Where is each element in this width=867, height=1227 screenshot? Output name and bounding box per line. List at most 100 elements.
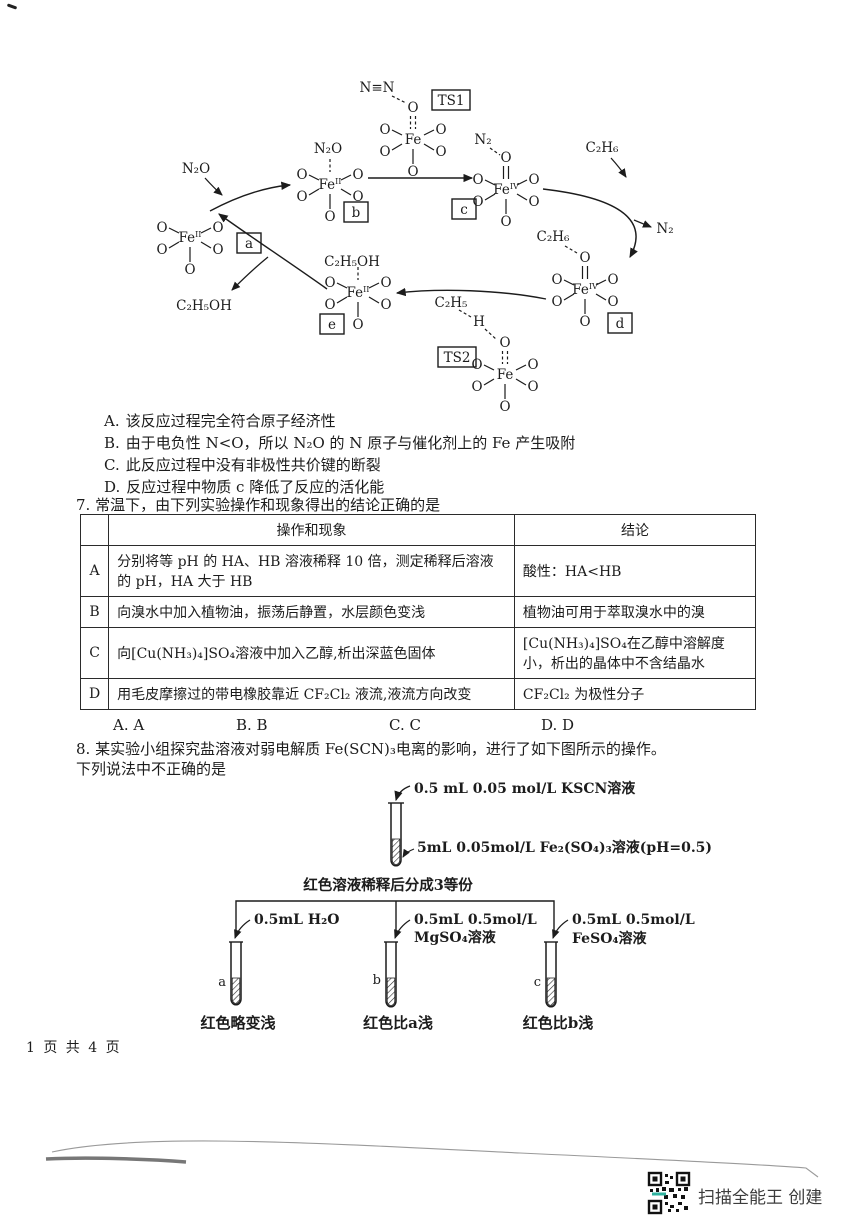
branch-b: 0.5mL 0.5mol/L MgSO₄溶液 b 红色比a浅 <box>363 912 537 1032</box>
bond <box>423 143 435 151</box>
oxidation-state-label: IV <box>589 282 598 291</box>
branch-c: 0.5mL 0.5mol/L FeSO₄溶液 c 红色比b浅 <box>523 912 695 1032</box>
c2h6-in-arrow <box>610 157 627 178</box>
bond <box>340 174 352 181</box>
table-row: D 用毛皮摩擦过的带电橡胶靠近 CF₂Cl₂ 液流,液流方向改变 CF₂Cl₂ … <box>79 678 757 710</box>
leader-arrow-b <box>394 919 411 939</box>
oxygen-atom: O <box>184 262 195 278</box>
oxygen-atom: O <box>528 172 539 188</box>
row-conclusion: CF₂Cl₂ 为极性分子 <box>513 678 757 710</box>
fe-symbol: Fe <box>572 282 589 298</box>
fe-atom: FeII <box>347 285 370 301</box>
answer-choice-c: C. C <box>389 716 421 734</box>
n2-out-label: N₂ <box>656 221 673 237</box>
n2o-in-arrow <box>204 177 223 196</box>
kscn-addition-label: 0.5 mL 0.05 mol/L KSCN溶液 <box>414 780 636 797</box>
state-label-b: b <box>352 205 361 221</box>
tube-body <box>385 942 397 1008</box>
oxygen-atom: O <box>212 242 223 258</box>
bond <box>391 143 403 151</box>
header-conclusion: 结论 <box>513 514 757 546</box>
option-a: A.该反应过程完全符合原子经济性 <box>104 410 575 432</box>
state-label-c: c <box>460 202 468 218</box>
tube-body <box>390 803 402 867</box>
state-label-a: a <box>245 236 253 252</box>
arrow-d-to-e <box>395 287 547 300</box>
result-c: 红色比b浅 <box>523 1014 594 1032</box>
oxygen-atom: O <box>380 275 391 291</box>
header-operation: 操作和现象 <box>108 514 515 546</box>
result-b: 红色比a浅 <box>363 1014 433 1032</box>
bond <box>423 129 435 136</box>
arrow-a-to-b <box>209 181 292 212</box>
oxidation-state-label: IV <box>510 182 519 191</box>
bond <box>484 179 496 186</box>
question8-stem: 8. 某实验小组探究盐溶液对弱电解质 Fe(SCN)₃电离的影响，进行了如下图所… <box>76 738 666 759</box>
bond <box>340 188 352 196</box>
question7-stem: 7. 常温下，由下列实验操作和现象得出的结论正确的是 <box>76 494 440 515</box>
base-solution-label: 5mL 0.05mol/L Fe₂(SO₄)₃溶液(pH=0.5) <box>417 839 712 856</box>
dashed-bond <box>391 95 407 104</box>
table-row: C 向[Cu(NH₃)₄]SO₄溶液中加入乙醇,析出深蓝色固体 [Cu(NH₃)… <box>79 627 757 679</box>
nn-molecule-label: N≡N <box>360 80 395 96</box>
tube-liquid <box>231 977 241 1004</box>
fe-atom: FeII <box>179 230 202 246</box>
row-operation: 向溴水中加入植物油，振荡后静置，水层颜色变浅 <box>108 596 515 628</box>
answer-choice-a: A. A <box>113 716 145 734</box>
fe-symbol: Fe <box>405 132 422 148</box>
oxygen-atom: O <box>527 357 538 373</box>
oxygen-atom: O <box>500 214 511 230</box>
oxygen-atom: O <box>352 167 363 183</box>
bond <box>168 241 180 249</box>
question7-table: 操作和现象 结论 A 分别将等 pH 的 HA、HB 溶液稀释 10 倍，测定稀… <box>79 514 757 710</box>
ligand-n2-on-c: N₂ <box>474 132 491 148</box>
scan-smudge <box>45 1156 187 1164</box>
test-tube-main <box>388 802 404 867</box>
header-empty <box>79 514 110 546</box>
bond <box>595 293 607 301</box>
qr-code-icon <box>647 1171 691 1215</box>
row-operation: 向[Cu(NH₃)₄]SO₄溶液中加入乙醇,析出深蓝色固体 <box>108 627 515 679</box>
oxygen-atom: O <box>500 150 511 166</box>
state-box-d <box>607 312 633 334</box>
state-box-c <box>451 198 477 220</box>
fe-symbol: Fe <box>493 182 510 198</box>
oxidation-state-label: II <box>363 285 369 294</box>
branch-c-addition-label2: FeSO₄溶液 <box>572 930 648 947</box>
state-label-ts1: TS1 <box>438 93 465 109</box>
tube-liquid <box>391 838 401 865</box>
row-operation: 用毛皮摩擦过的带电橡胶靠近 CF₂Cl₂ 液流,液流方向改变 <box>108 678 515 710</box>
oxygen-atom: O <box>527 379 538 395</box>
option-c-text: 此反应过程中没有非极性共价键的断裂 <box>125 456 381 474</box>
bond <box>308 188 320 196</box>
oxygen-atom: O <box>579 250 590 266</box>
split-heading: 红色溶液稀释后分成3等份 <box>303 876 473 894</box>
c2h6-in-label: C₂H₆ <box>586 140 620 156</box>
fe-atom: FeII <box>319 177 342 193</box>
row-operation: 分别将等 pH 的 HA、HB 溶液稀释 10 倍，测定稀释后溶液的 pH，HA… <box>108 545 515 597</box>
oxygen-atom: O <box>296 189 307 205</box>
oxygen-atom: O <box>435 144 446 160</box>
state-label-d: d <box>616 316 625 332</box>
row-conclusion: 酸性：HA<HB <box>513 545 757 597</box>
branch-c-addition-label1: 0.5mL 0.5mol/L <box>572 912 695 928</box>
ligand-c2h6-on-d: C₂H₆ <box>537 229 571 245</box>
bond <box>200 241 212 249</box>
bond <box>483 378 495 386</box>
oxygen-atom: O <box>407 100 418 116</box>
leader-arrow-c <box>552 919 569 939</box>
bond <box>595 279 607 286</box>
tube-body <box>230 942 242 1006</box>
fe-atom: FeIV <box>493 182 519 198</box>
oxygen-atom: O <box>499 399 510 415</box>
leader-arrow-a <box>234 919 251 939</box>
bond <box>516 179 528 186</box>
oxygen-atom: O <box>607 272 618 288</box>
table-row: A 分别将等 pH 的 HA、HB 溶液稀释 10 倍，测定稀释后溶液的 pH，… <box>79 545 757 597</box>
question7-number: 7. <box>76 496 91 514</box>
